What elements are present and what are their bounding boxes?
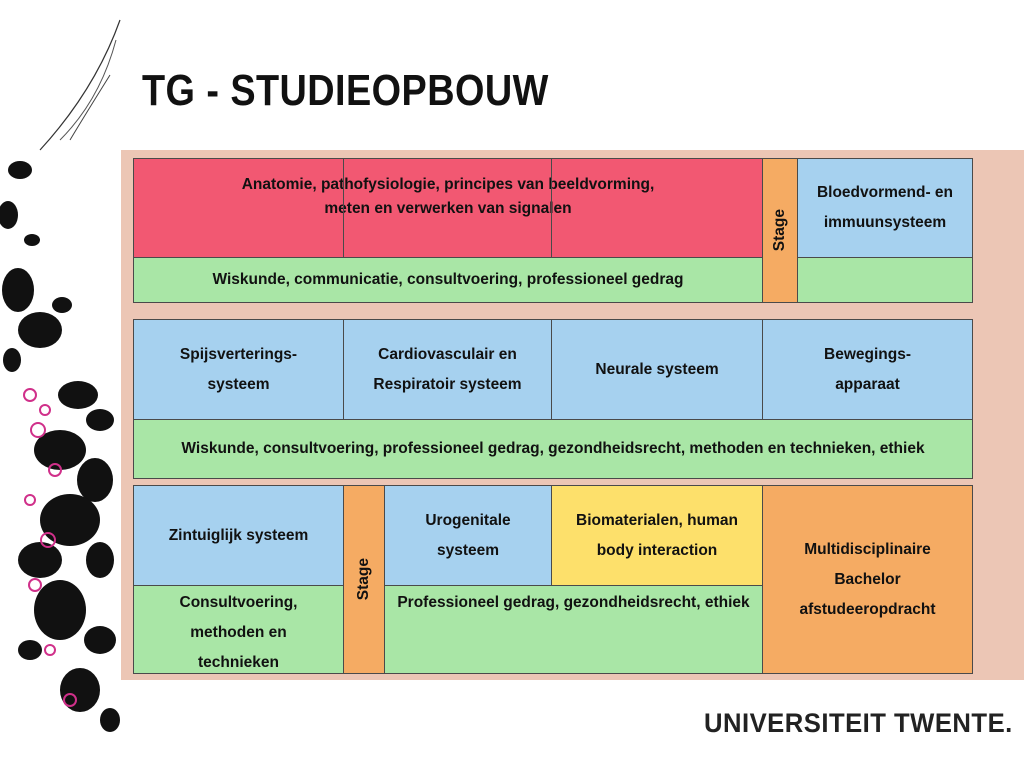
theory-text: Anatomie, pathofysiologie, principes van… (241, 176, 655, 217)
module-bloed-cell: Bloedvormend- en immuunsysteem (797, 158, 973, 258)
module-cardio-cell: Cardiovasculair en Respiratoir systeem (343, 319, 552, 420)
module-biomat-text: Biomaterialen, human body interaction (576, 512, 738, 559)
module-spijs-text: Spijsverterings-systeem (179, 345, 298, 393)
module-bloed-text: Bloedvormend- en immuunsysteem (816, 184, 954, 231)
empty-green-cell (797, 257, 973, 303)
bachelor-cell: Multidisciplinaire Bachelor afstudeeropd… (762, 485, 973, 674)
skills-cell-3a: Consultvoering, methoden en technieken (133, 585, 344, 674)
skills-cell-3b: Professioneel gedrag, gezondheidsrecht, … (384, 585, 763, 674)
skills-cell-1: Wiskunde, communicatie, consultvoering, … (133, 257, 763, 303)
bachelor-text: Multidisciplinaire Bachelor afstudeeropd… (799, 540, 936, 618)
module-uro-cell: Urogenitale systeem (384, 485, 552, 586)
module-cardio-text: Cardiovasculair en Respiratoir systeem (373, 345, 522, 393)
module-uro-text: Urogenitale systeem (425, 512, 511, 559)
module-zintuig-text: Zintuiglijk systeem (168, 526, 309, 544)
skills-text-1: Wiskunde, communicatie, consultvoering, … (212, 271, 684, 288)
module-beweging-cell: Bewegings-apparaat (762, 319, 973, 420)
skills-cell-2: Wiskunde, consultvoering, professioneel … (133, 419, 973, 479)
module-zintuig-cell: Zintuiglijk systeem (133, 485, 344, 586)
grid-line (551, 158, 552, 258)
module-neuraal-text: Neurale systeem (595, 360, 719, 378)
skills-text-3b: Professioneel gedrag, gezondheidsrecht, … (397, 594, 750, 611)
stage-cell-1: Stage (762, 158, 798, 303)
skills-text-3a: Consultvoering, methoden en technieken (179, 594, 298, 671)
module-neuraal-cell: Neurale systeem (551, 319, 763, 420)
skills-text-2: Wiskunde, consultvoering, professioneel … (181, 440, 925, 457)
stage-label-2: Stage (355, 558, 372, 601)
page-title: TG - STUDIEOPBOUW (142, 66, 549, 115)
stage-label-1: Stage (771, 209, 788, 252)
theory-cell: Anatomie, pathofysiologie, principes van… (133, 158, 763, 258)
stage-cell-2: Stage (343, 485, 385, 674)
decorative-ink-artwork (0, 19, 121, 732)
module-spijs-cell: Spijsverterings-systeem (133, 319, 344, 420)
grid-line (343, 158, 344, 258)
university-logo: UNIVERSITEIT TWENTE. (704, 708, 1013, 738)
module-beweging-text: Bewegings-apparaat (824, 345, 911, 393)
module-biomat-cell: Biomaterialen, human body interaction (551, 485, 763, 586)
